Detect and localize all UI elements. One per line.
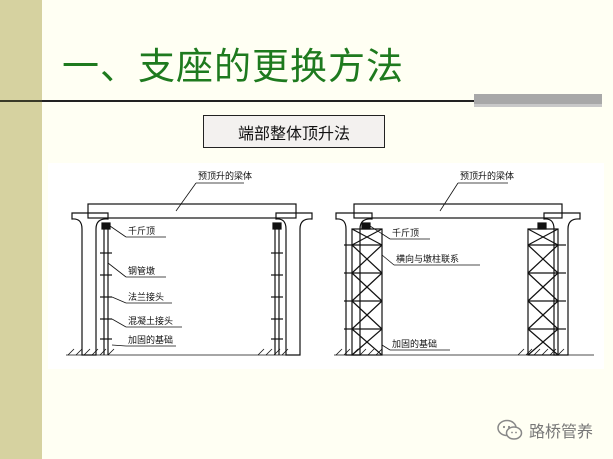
slide-title: 一、支座的更换方法 <box>62 45 404 88</box>
right-label-reinforced-foundation: 加固的基础 <box>392 338 437 350</box>
left-label-steel-pipe-pier: 钢管墩 <box>128 265 155 277</box>
left-label-flange-joint: 法兰接头 <box>128 291 164 303</box>
left-pier-left <box>71 212 109 356</box>
right-label-lateral-tie: 横向与墩柱联系 <box>396 253 459 265</box>
right-lattice-tower-right <box>527 222 566 356</box>
diagram-panel: 预顶升的梁体 千斤顶 钢管墩 法兰接头 混凝土接头 加固的基础 <box>48 163 604 369</box>
right-beam <box>353 203 563 219</box>
left-label-jack: 千斤顶 <box>128 226 155 237</box>
jacking-diagram: 预顶升的梁体 千斤顶 钢管墩 法兰接头 混凝土接头 加固的基础 <box>66 170 594 356</box>
subtitle-box: 端部整体顶升法 <box>203 115 385 148</box>
right-label-jack: 千斤顶 <box>392 228 419 239</box>
left-steel-pipe-pier-2 <box>271 222 283 355</box>
left-steel-pipe-pier-1 <box>100 222 112 355</box>
title-rule-bar <box>474 94 602 106</box>
left-pier-right <box>275 212 313 356</box>
left-diagram <box>66 182 313 356</box>
title-rule-bar-shadow <box>474 104 602 107</box>
left-beam <box>87 203 297 219</box>
right-pier-left <box>335 212 373 356</box>
left-ground <box>66 348 290 356</box>
right-lattice-tower-left <box>344 222 383 356</box>
sidebar-strip <box>0 0 42 459</box>
left-label-reinforced-foundation: 加固的基础 <box>128 334 173 346</box>
right-pier-right <box>543 212 581 356</box>
sidebar-separator <box>0 100 42 102</box>
title-rule <box>42 100 474 102</box>
right-diagram <box>334 182 594 356</box>
left-beam-label: 预顶升的梁体 <box>198 170 252 182</box>
left-label-concrete-joint: 混凝土接头 <box>128 315 173 327</box>
watermark-text: 路桥管养 <box>529 422 594 441</box>
right-beam-label: 预顶升的梁体 <box>460 170 514 182</box>
watermark: 路桥管养 <box>497 418 593 442</box>
wechat-icon <box>497 419 523 440</box>
